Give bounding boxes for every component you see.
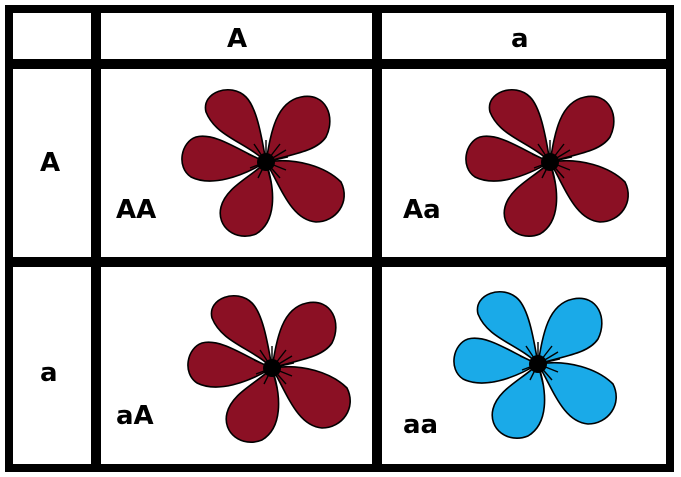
flower-icon xyxy=(181,88,345,237)
flower-icon xyxy=(453,290,617,439)
grid-border-top xyxy=(5,5,674,13)
genotype-label-aA: aA xyxy=(116,401,154,431)
column-header-1: A xyxy=(227,24,248,54)
genotype-label-Aa: Aa xyxy=(403,195,441,225)
grid-border-bottom xyxy=(5,464,674,472)
flower-icon xyxy=(465,88,629,237)
grid-line-middle-col xyxy=(372,5,382,472)
flower-icon xyxy=(187,294,351,443)
genotype-label-aa: aa xyxy=(403,410,439,440)
grid-line-header-row xyxy=(5,59,674,69)
grid-border-left xyxy=(5,5,13,472)
row-header-2: a xyxy=(40,358,58,388)
row-header-1: A xyxy=(40,148,61,178)
genotype-label-AA: AA xyxy=(116,195,157,225)
grid-line-header-col xyxy=(91,5,101,472)
column-header-2: a xyxy=(511,24,529,54)
grid-border-right xyxy=(666,5,674,472)
grid-line-middle-row xyxy=(5,257,674,267)
